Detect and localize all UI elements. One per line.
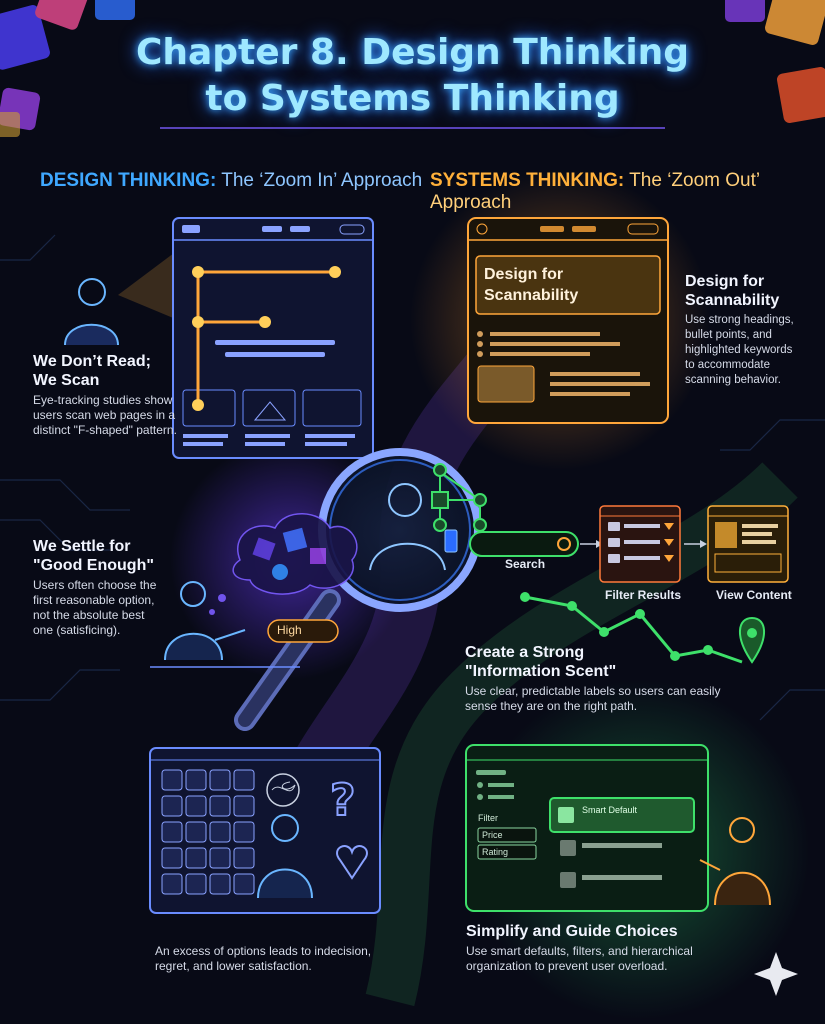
good-enough-heading-line-2: "Good Enough" <box>33 557 154 574</box>
scan-body-line-1: Eye-tracking studies show <box>33 393 173 407</box>
scannability-card-title-line-1: Design for <box>484 266 564 283</box>
rating-option: Rating <box>482 847 509 857</box>
svg-text:?: ? <box>330 775 356 826</box>
systems-thinking-heading: SYSTEMS THINKING: The ‘Zoom Out’ Approac… <box>430 170 825 214</box>
information-scent-heading-line-2: "Information Scent" <box>465 663 617 680</box>
systems-thinking-heading-bold: SYSTEMS THINKING: <box>430 170 625 191</box>
scannability-body-line-4: to accommodate <box>685 359 771 371</box>
design-thinking-heading: DESIGN THINKING: The ‘Zoom In’ Approach <box>40 170 422 192</box>
price-option: Price <box>482 830 503 840</box>
design-thinking-heading-bold: DESIGN THINKING: <box>40 170 217 191</box>
good-enough-block: We Settle for "Good Enough" Users often … <box>33 537 168 638</box>
simplify-block: Simplify and Guide Choices Use smart def… <box>466 922 756 974</box>
search-label: Search <box>505 557 546 571</box>
good-enough-body-line-4: one (satisficing). <box>33 623 121 637</box>
good-enough-body-line-3: not the absolute best <box>33 608 145 622</box>
simplify-body-line-1: Use smart defaults, filters, and hierarc… <box>466 944 693 958</box>
design-thinking-heading-rest: The ‘Zoom In’ Approach <box>216 170 423 191</box>
view-content-label: View Content <box>716 588 792 602</box>
scan-heading-line-2: We Scan <box>33 372 100 389</box>
scan-body-line-3: distinct "F-shaped" pattern. <box>33 423 177 437</box>
good-enough-body-line-2: first reasonable option, <box>33 593 155 607</box>
title-line-2: to Systems Thinking <box>205 78 620 119</box>
filter-label: Filter <box>478 813 498 823</box>
good-enough-heading-line-1: We Settle for <box>33 538 131 555</box>
scannability-card-title: Design for Scannability <box>484 264 578 306</box>
filter-results-label: Filter Results <box>605 588 682 602</box>
scannability-block: Design for Scannability Use strong headi… <box>685 272 820 388</box>
scan-body-line-2: users scan web pages in a <box>33 408 176 422</box>
simplify-body-line-2: organization to prevent user overload. <box>466 959 668 973</box>
page-title: Chapter 8. Design Thinking to Systems Th… <box>0 30 825 122</box>
information-scent-heading-line-1: Create a Strong <box>465 644 585 661</box>
information-scent-block: Create a Strong "Information Scent" Use … <box>465 643 795 714</box>
smart-default-option: Smart Default <box>582 805 638 815</box>
scan-block: We Don’t Read; We Scan Eye-tracking stud… <box>33 352 183 438</box>
simplify-heading: Simplify and Guide Choices <box>466 923 678 940</box>
information-scent-body-line-1: Use clear, predictable labels so users c… <box>465 684 721 698</box>
overload-body-line-1: An excess of options leads to indecision… <box>155 944 372 958</box>
title-line-1: Chapter 8. Design Thinking <box>135 32 690 73</box>
scannability-body-line-1: Use strong headings, <box>685 314 794 326</box>
information-scent-body-line-2: sense they are on the right path. <box>465 699 638 713</box>
scannability-body-line-5: scanning behavior. <box>685 374 781 386</box>
systems-thinking-heading-rest: The ‘Zoom Out’ Approach <box>430 170 760 213</box>
overload-body-line-2: regret, and lower satisfaction. <box>155 959 312 973</box>
good-enough-bubble: High <box>277 623 302 637</box>
scannability-body-line-3: highlighted keywords <box>685 344 793 356</box>
overload-block: An excess of options leads to indecision… <box>155 944 415 974</box>
scan-heading-line-1: We Don’t Read; <box>33 353 151 370</box>
scannability-heading-line-2: Scannability <box>685 292 780 309</box>
scannability-body-line-2: bullet points, and <box>685 329 772 341</box>
scannability-card-title-line-2: Scannability <box>484 287 579 304</box>
scannability-heading-line-1: Design for <box>685 273 765 290</box>
good-enough-body-line-1: Users often choose the <box>33 578 157 592</box>
